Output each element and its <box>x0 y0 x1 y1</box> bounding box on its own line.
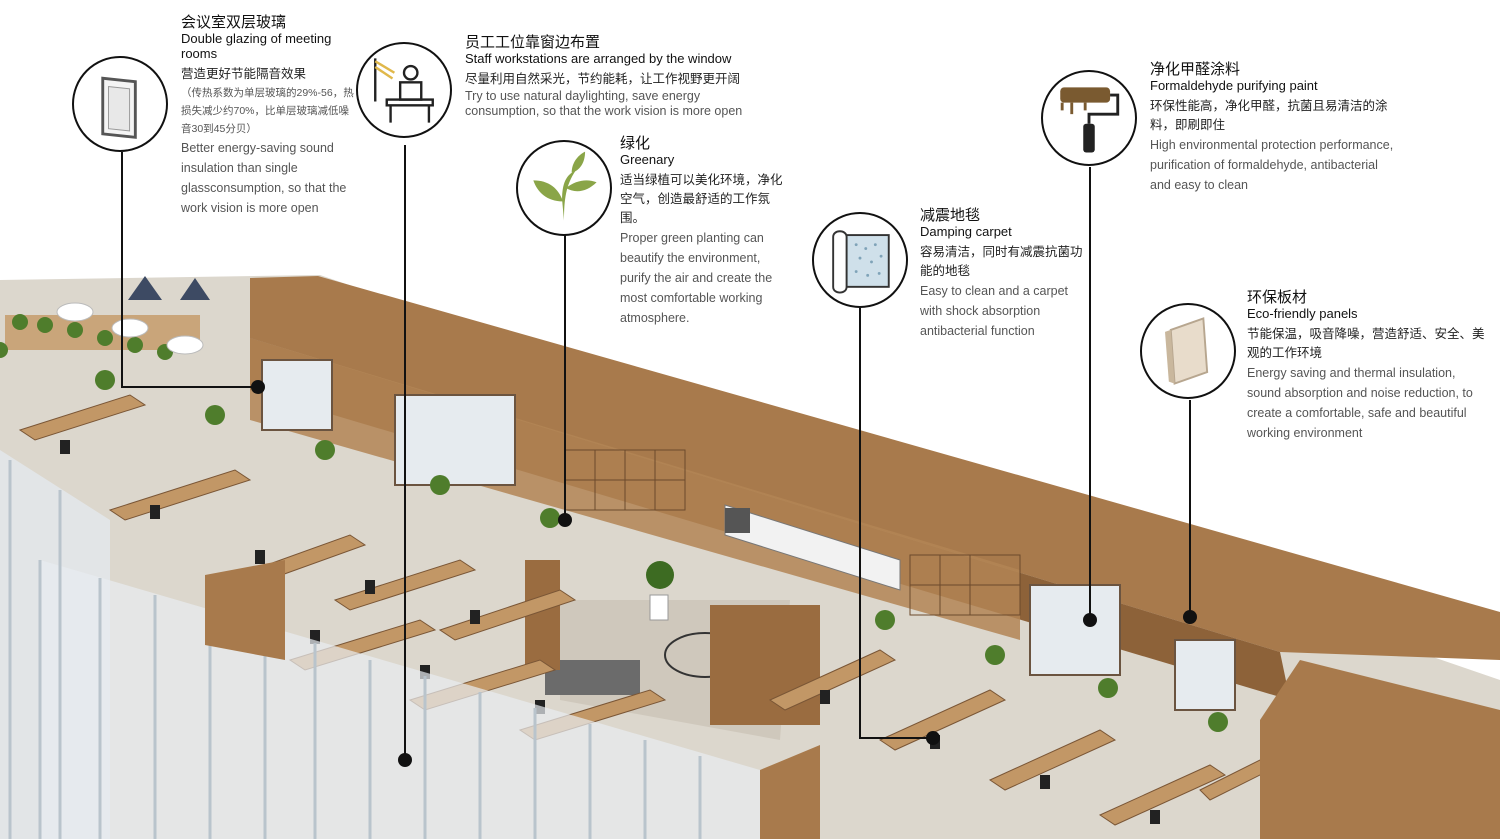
callout-double-glazing: 会议室双层玻璃 Double glazing of meeting rooms … <box>181 14 356 218</box>
callout-en-body: Better energy-saving sound insulation th… <box>181 141 347 215</box>
callout-en-title: Greenary <box>620 152 675 167</box>
callout-zh-body: 尽量利用自然采光，节约能耗，让工作视野更开阔 <box>465 72 741 86</box>
callout-zh-title: 绿化 <box>620 135 651 152</box>
partition-wall-right <box>710 605 820 725</box>
callout-zh-body: 环保性能高，净化甲醛，抗菌且易清洁的涂料，即刷即住 <box>1150 99 1388 132</box>
wood-cabinet-left <box>205 560 285 660</box>
desk-worker-icon <box>356 42 452 138</box>
callout-zh-title: 净化甲醛涂料 <box>1150 61 1241 78</box>
callout-zh-title: 会议室双层玻璃 <box>181 14 287 31</box>
wood-cabinet-right <box>1260 660 1500 839</box>
callout-en-body: Proper green planting can beautify the e… <box>620 231 773 325</box>
callout-damping-carpet: 减震地毯 Damping carpet 容易清洁，同时有减震抗菌功能的地毯 Ea… <box>920 207 1090 341</box>
callout-zh-body: 节能保温，吸音降噪，营造舒适、安全、美观的工作环境 <box>1247 327 1485 360</box>
carpet-roll-icon <box>812 212 908 308</box>
plant-icon <box>516 140 612 236</box>
callout-zh-note: （传热系数为单层玻璃的29%-56，热损失减少约70%，比单层玻璃减低噪音30到… <box>181 87 354 135</box>
callout-en-title: Formaldehyde purifying paint <box>1150 78 1318 93</box>
callout-en-title: Damping carpet <box>920 224 1012 239</box>
meeting-room-windows <box>261 359 1236 711</box>
callout-zh-body: 营造更好节能隔音效果 <box>181 67 307 81</box>
pendant-lamp <box>180 278 210 300</box>
callout-en-title: Staff workstations are arranged by the w… <box>465 51 732 66</box>
paint-roller-icon <box>1041 70 1137 166</box>
callout-purifying-paint: 净化甲醛涂料 Formaldehyde purifying paint 环保性能… <box>1150 61 1395 195</box>
meeting-tables <box>56 302 204 355</box>
wood-cabinet-front <box>760 745 820 839</box>
callout-greenery: 绿化 Greenary 适当绿植可以美化环境，净化空气，创造最舒适的工作氛围。 … <box>620 135 792 328</box>
callout-en-body: Easy to clean and a carpet with shock ab… <box>920 284 1069 338</box>
wood-wall-band <box>250 276 1500 660</box>
leader-dots <box>251 380 1197 767</box>
lounge-sofa <box>545 660 640 695</box>
callout-en-title: Double glazing of meeting rooms <box>181 31 332 61</box>
callout-eco-panels: 环保板材 Eco-friendly panels 节能保温，吸音降噪，营造舒适、… <box>1247 289 1487 443</box>
printer <box>725 508 750 533</box>
pendant-lamp-2 <box>128 276 162 300</box>
callout-window-workstations: 员工工位靠窗边布置 Staff workstations are arrange… <box>465 34 755 119</box>
callout-zh-body: 适当绿植可以美化环境，净化空气，创造最舒适的工作氛围。 <box>620 173 783 225</box>
callout-en-body: Energy saving and thermal insulation, so… <box>1247 366 1473 440</box>
callout-zh-title: 环保板材 <box>1247 289 1308 306</box>
panel-board-icon <box>1140 303 1236 399</box>
callout-en-body: Try to use natural daylighting, save ene… <box>465 89 743 118</box>
callout-zh-title: 减震地毯 <box>920 207 981 224</box>
callout-zh-title: 员工工位靠窗边布置 <box>465 34 601 51</box>
leader-lines <box>121 145 1191 760</box>
callout-en-title: Eco-friendly panels <box>1247 306 1358 321</box>
callout-zh-body: 容易清洁，同时有减震抗菌功能的地毯 <box>920 245 1083 278</box>
glass-pane-icon <box>72 56 168 152</box>
callout-en-body: High environmental protection performanc… <box>1150 138 1394 192</box>
